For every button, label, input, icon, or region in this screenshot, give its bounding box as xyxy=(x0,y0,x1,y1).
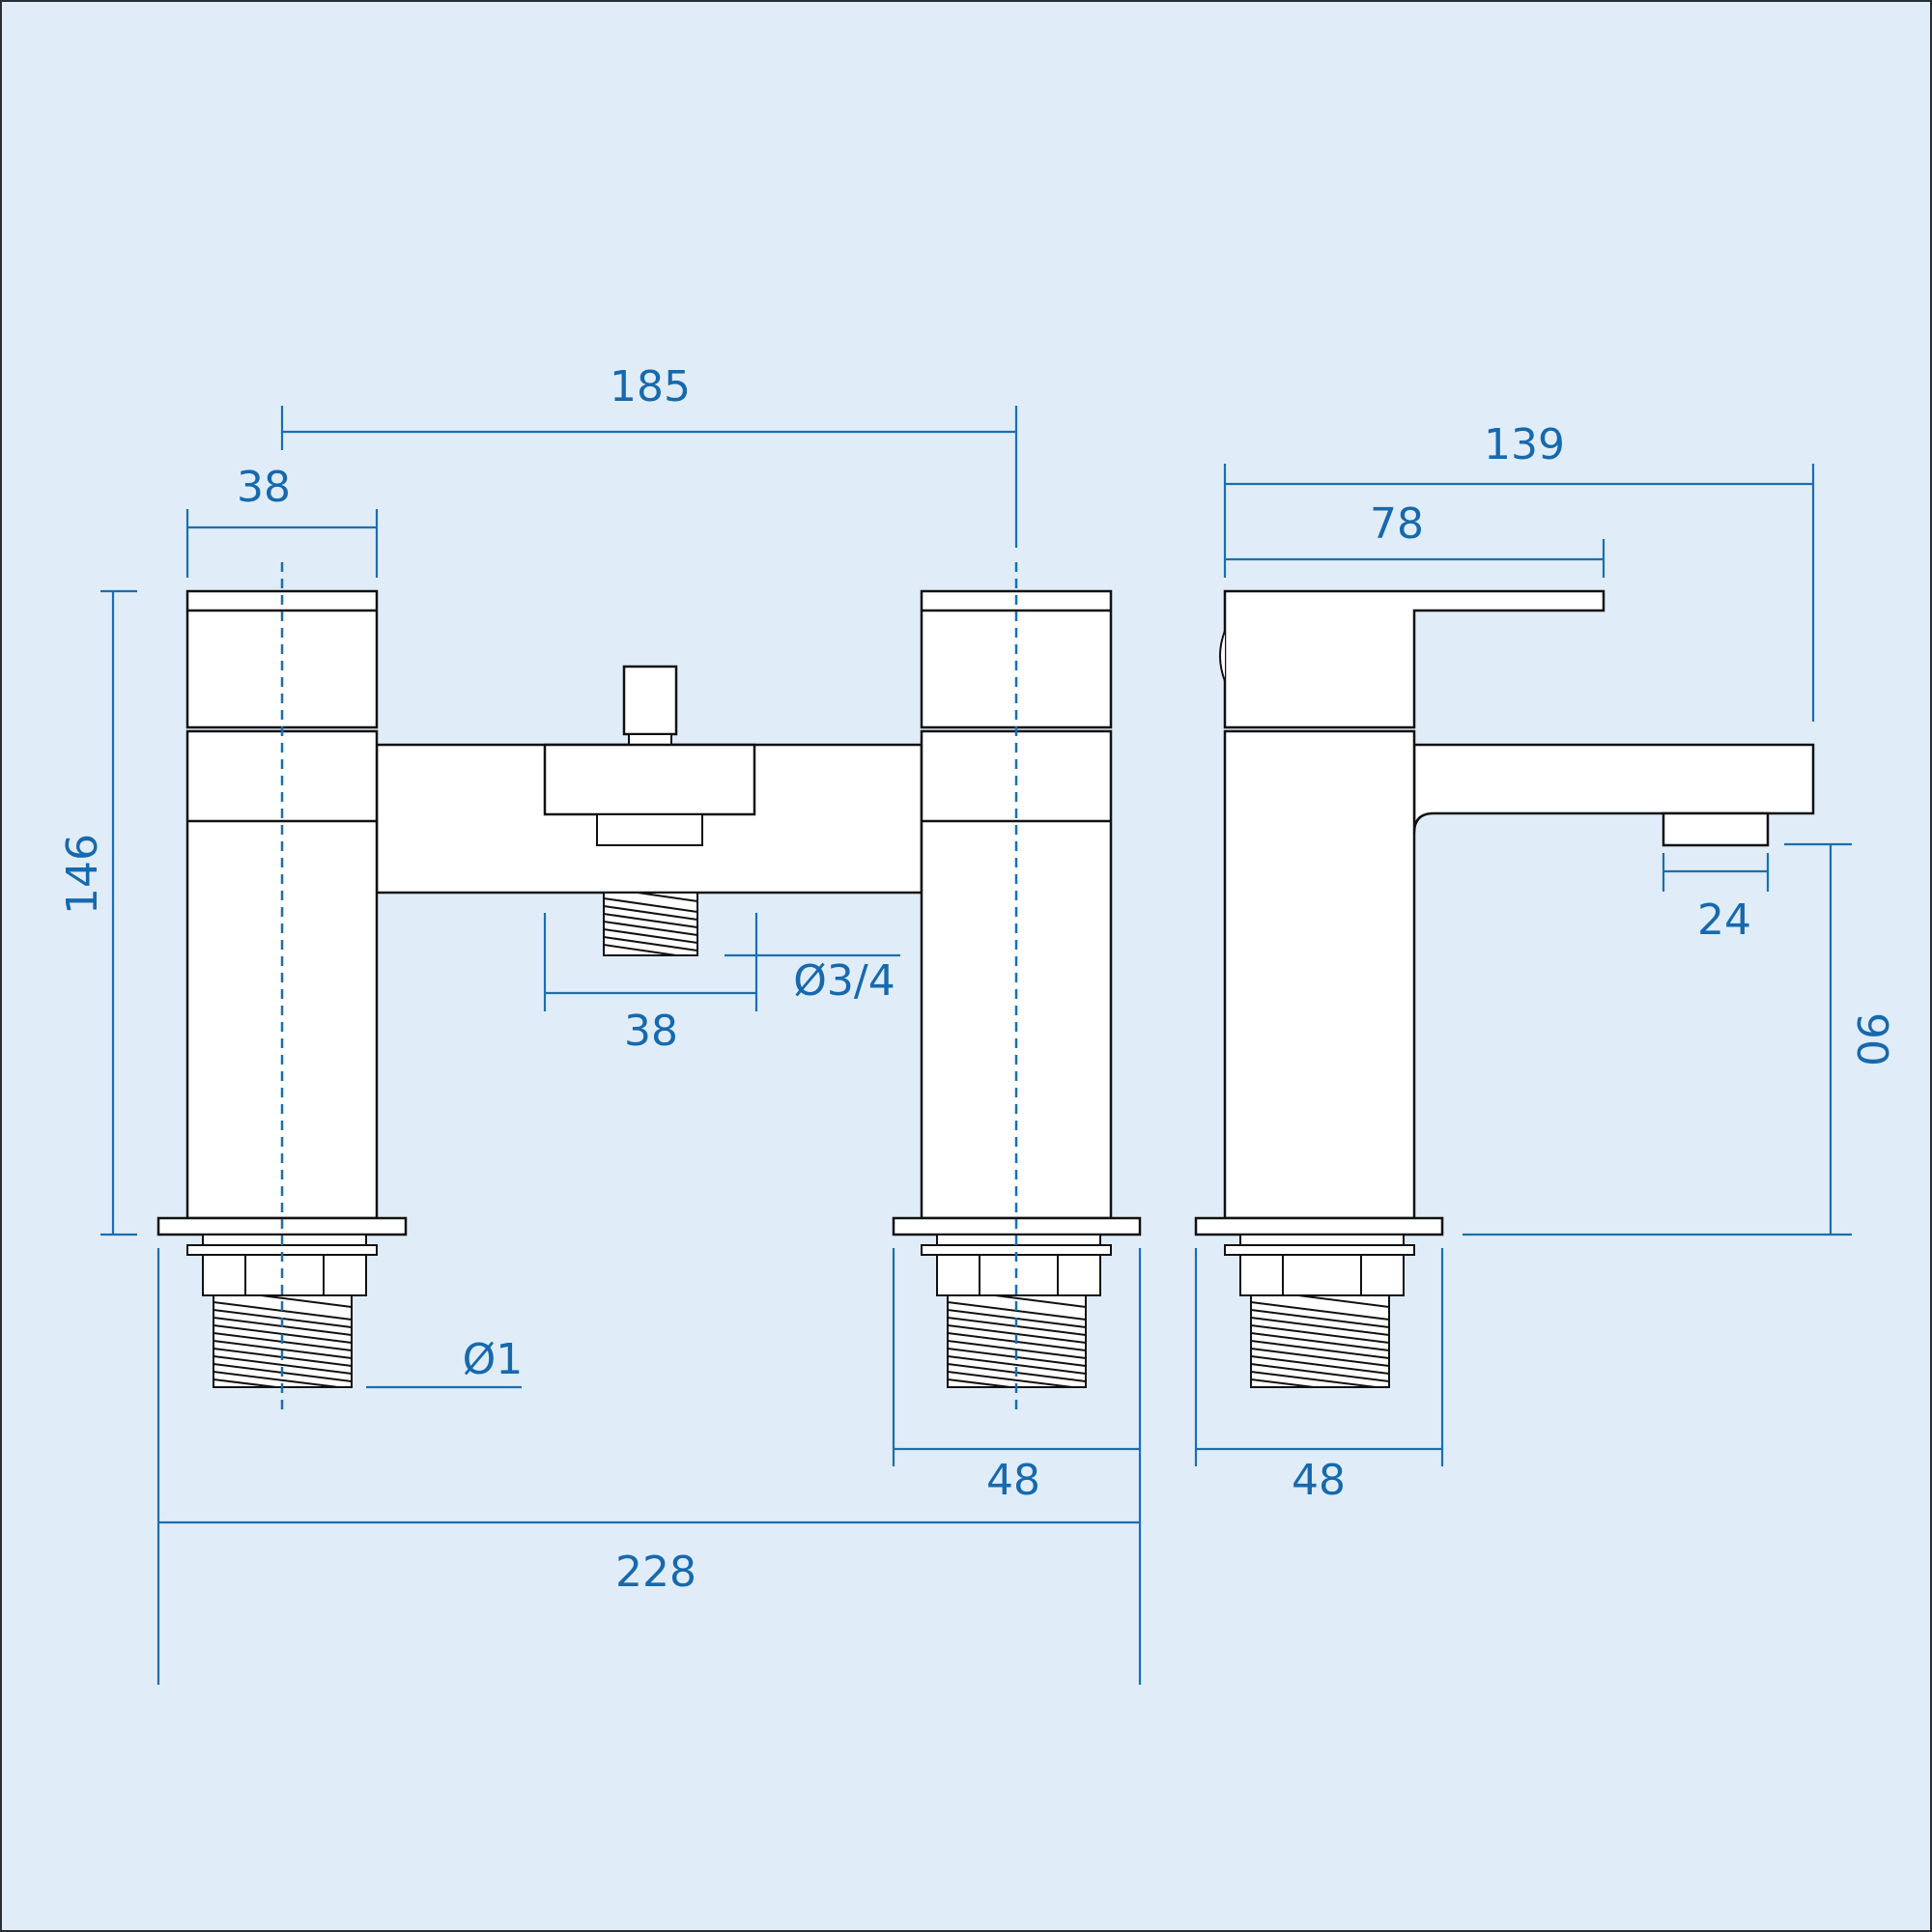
diverter-knob xyxy=(622,665,678,736)
dim-label-side-base-width: 48 xyxy=(1292,1456,1346,1505)
dim-label-overall-width: 228 xyxy=(615,1548,696,1597)
dim-label-total-height: 146 xyxy=(58,834,107,915)
side-lever-handle xyxy=(1223,589,1605,729)
dim-label-front-base-width: 48 xyxy=(986,1456,1040,1505)
diverter-block xyxy=(543,743,756,816)
dim-label-aerator-width: 24 xyxy=(1697,895,1751,945)
diverter-collar xyxy=(628,733,672,746)
dim-label-diverter-outlet: Ø3/4 xyxy=(793,956,895,1006)
side-flange xyxy=(1194,1216,1444,1236)
diverter-base xyxy=(596,813,703,846)
right-nut xyxy=(936,1254,1101,1296)
front-view xyxy=(100,406,1142,1685)
left-nut xyxy=(202,1254,367,1296)
side-inlet-thread xyxy=(1250,1294,1390,1388)
left-tap xyxy=(156,562,408,1413)
outlet-thread xyxy=(603,892,698,956)
side-handle-indicator xyxy=(1219,630,1226,682)
dim-label-inlet-thread: Ø1 xyxy=(463,1335,524,1384)
side-dimensions xyxy=(1194,464,1852,1466)
side-view xyxy=(1194,464,1852,1466)
dim-label-lever-length: 78 xyxy=(1370,499,1424,549)
front-dimensions xyxy=(100,406,1142,1685)
dim-label-diverter-width: 38 xyxy=(624,1007,678,1056)
dim-label-centres: 185 xyxy=(610,362,691,412)
right-tap xyxy=(892,562,1142,1413)
dim-label-projection: 139 xyxy=(1484,420,1565,469)
side-body xyxy=(1223,729,1416,1220)
side-aerator xyxy=(1662,811,1770,847)
dim-label-spout-height: 90 xyxy=(1847,1012,1896,1066)
dim-label-handle-width: 38 xyxy=(237,463,291,512)
side-nut xyxy=(1239,1254,1405,1296)
